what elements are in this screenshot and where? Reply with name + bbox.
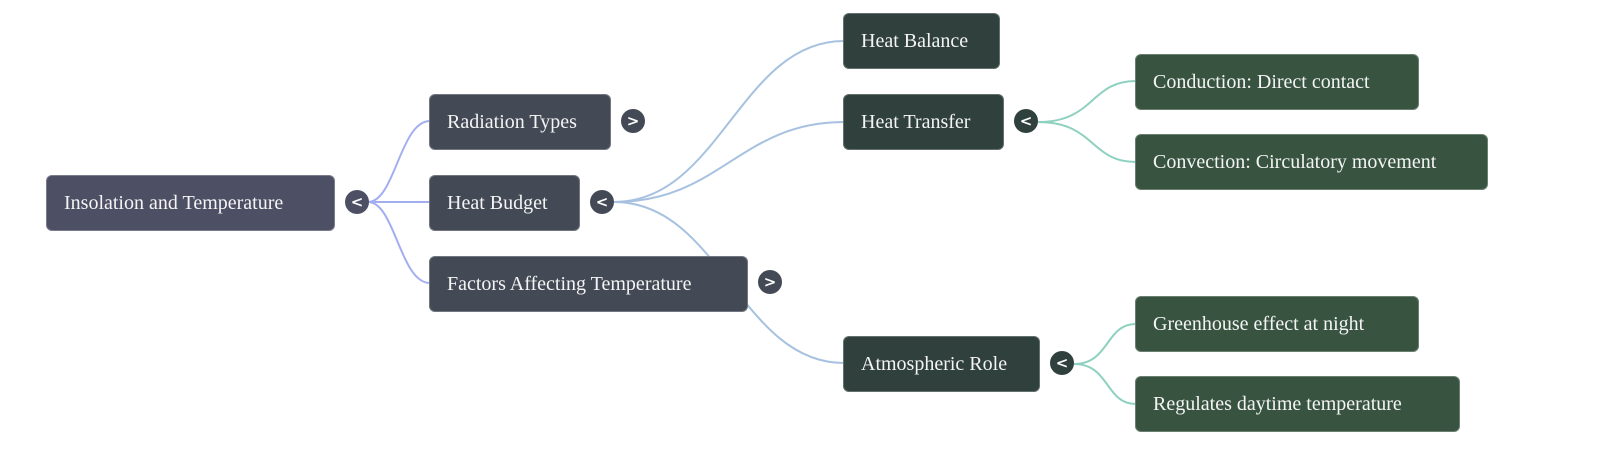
edge-heat-budget-heat-transfer bbox=[613, 121, 845, 203]
node-radiation-types[interactable]: Radiation Types bbox=[429, 94, 611, 150]
node-label: Heat Balance bbox=[861, 29, 969, 52]
node-label: Greenhouse effect at night bbox=[1153, 312, 1365, 335]
node-label: Regulates daytime temperature bbox=[1153, 392, 1402, 415]
edge-heat-budget-heat-balance bbox=[613, 40, 845, 203]
node-convection[interactable]: Convection: Circulatory movement bbox=[1135, 134, 1488, 190]
edge-heat-transfer-convection bbox=[1037, 121, 1137, 163]
collapse-toggle-icon[interactable]: < bbox=[1014, 109, 1038, 133]
node-label: Convection: Circulatory movement bbox=[1153, 150, 1437, 173]
node-atmospheric-role[interactable]: Atmospheric Role bbox=[843, 336, 1040, 392]
collapse-toggle-icon[interactable]: < bbox=[590, 190, 614, 214]
node-label: Conduction: Direct contact bbox=[1153, 70, 1370, 93]
node-label: Heat Transfer bbox=[861, 110, 971, 133]
node-label: Factors Affecting Temperature bbox=[447, 272, 692, 295]
node-label: Heat Budget bbox=[447, 191, 548, 214]
node-factors-affecting-temperature[interactable]: Factors Affecting Temperature bbox=[429, 256, 748, 312]
node-conduction[interactable]: Conduction: Direct contact bbox=[1135, 54, 1419, 110]
edge-atmospheric-regulates bbox=[1073, 363, 1137, 405]
edge-root-radiation-types bbox=[367, 120, 431, 203]
edge-atmospheric-greenhouse bbox=[1073, 323, 1137, 365]
node-root[interactable]: Insolation and Temperature bbox=[46, 175, 335, 231]
expand-toggle-icon[interactable]: > bbox=[621, 109, 645, 133]
expand-toggle-icon[interactable]: > bbox=[758, 270, 782, 294]
node-heat-balance[interactable]: Heat Balance bbox=[843, 13, 1000, 69]
node-heat-transfer[interactable]: Heat Transfer bbox=[843, 94, 1004, 150]
node-label: Atmospheric Role bbox=[861, 352, 1008, 375]
node-heat-budget[interactable]: Heat Budget bbox=[429, 175, 580, 231]
collapse-toggle-icon[interactable]: < bbox=[345, 190, 369, 214]
edge-heat-transfer-conduction bbox=[1037, 80, 1137, 123]
collapse-toggle-icon[interactable]: < bbox=[1050, 351, 1074, 375]
node-regulates-daytime-temperature[interactable]: Regulates daytime temperature bbox=[1135, 376, 1460, 432]
node-greenhouse-effect[interactable]: Greenhouse effect at night bbox=[1135, 296, 1419, 352]
node-label: Radiation Types bbox=[447, 110, 577, 133]
edge-root-factors bbox=[367, 201, 431, 284]
node-label: Insolation and Temperature bbox=[64, 191, 284, 214]
